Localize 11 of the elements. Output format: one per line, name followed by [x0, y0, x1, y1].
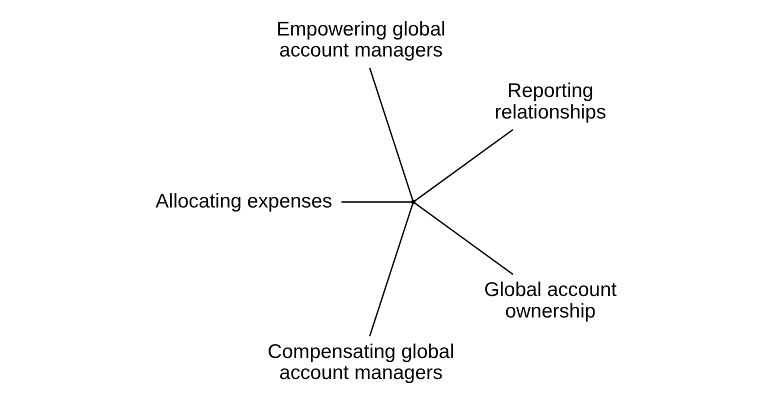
node-text: Compensating global account managers	[268, 340, 454, 384]
connector	[414, 202, 514, 275]
connector	[414, 129, 514, 202]
node-text: Reporting relationships	[494, 80, 606, 124]
node-text: Empowering global account managers	[276, 18, 446, 62]
node-text: Allocating expenses	[156, 190, 332, 212]
connector	[369, 68, 414, 200]
node-text: Global account ownership	[484, 279, 617, 322]
node-point	[411, 200, 416, 204]
connector	[369, 203, 414, 336]
connector	[341, 201, 412, 203]
